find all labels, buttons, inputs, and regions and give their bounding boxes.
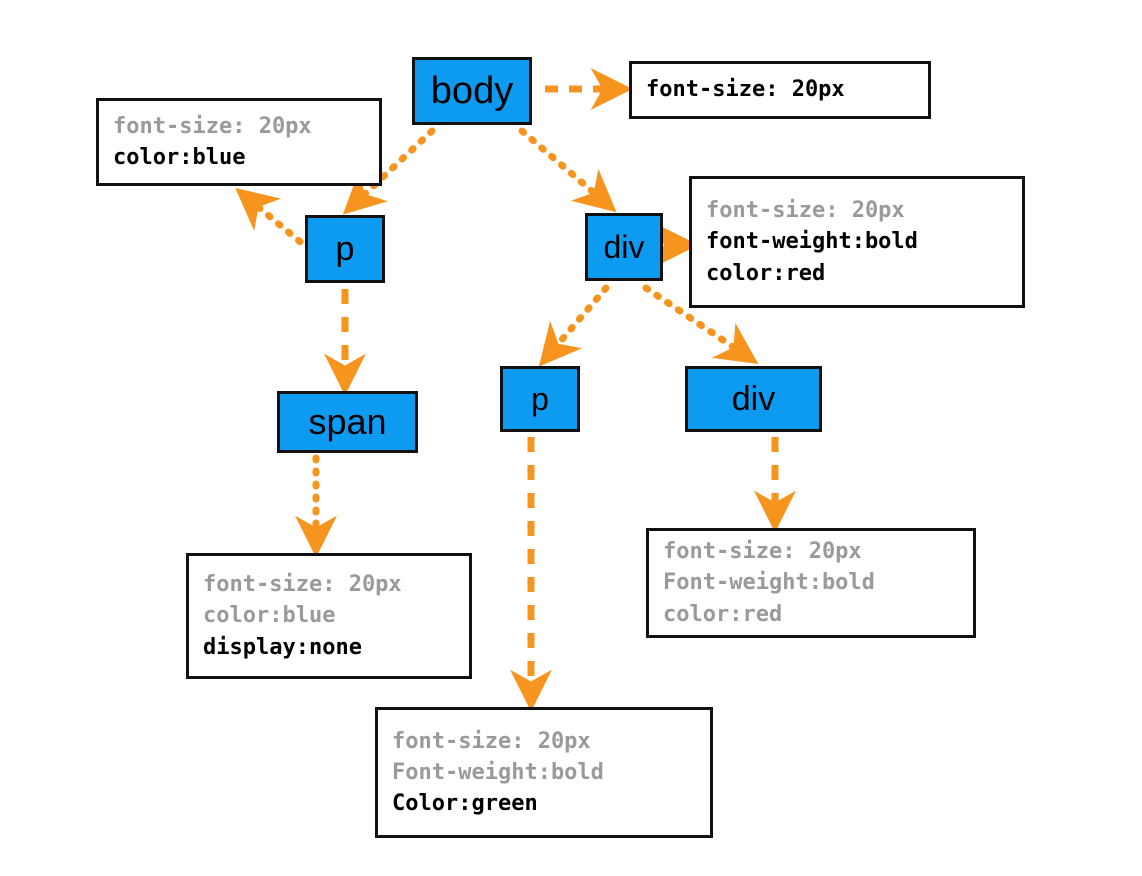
declaration-line: color:blue (113, 145, 246, 170)
node-body-label: body (430, 70, 514, 112)
declaration-line: font-size: 20px (113, 113, 312, 139)
declaration-line: color:red (706, 260, 826, 286)
declaration-line: font-size: 20px (203, 572, 402, 598)
declaration-line: font-size: 20px (706, 198, 905, 224)
declaration-line: font-size: 20px (392, 728, 591, 754)
edge-div1-to-p2 (538, 284, 610, 367)
node-p-2-label: p (531, 381, 549, 417)
node-div-2-label: div (731, 380, 776, 418)
node-div-2[interactable]: div (685, 366, 822, 432)
node-p-1-label: p (335, 230, 355, 268)
node-body[interactable]: body (412, 57, 532, 125)
declaration-line: font-weight:bold (706, 229, 918, 255)
node-span-1-label: span (308, 401, 387, 442)
edge-body-to-div1 (518, 127, 617, 213)
declaration-line: display:none (203, 634, 362, 660)
node-span-1[interactable]: span (277, 391, 418, 453)
node-div-1-label: div (603, 229, 645, 265)
node-p-1[interactable]: p (305, 215, 385, 283)
edge-p1-to-annotation (235, 187, 314, 254)
annotation-box-body: font-size: 20px (629, 61, 931, 119)
annotation-box-div-1: font-size: 20px font-weight:bold color:red (689, 176, 1025, 308)
node-p-2[interactable]: p (500, 366, 580, 432)
declaration-line: Font-weight:bold (663, 570, 875, 596)
declaration-line: Font-weight:bold (392, 759, 604, 785)
annotation-box-p-1: font-size: 20px color:blue (96, 98, 382, 186)
declaration-line: font-size: 20px (646, 77, 845, 103)
declaration-line: color:blue (203, 603, 336, 629)
declaration-line: color:red (663, 601, 783, 627)
node-div-1[interactable]: div (585, 213, 663, 281)
declaration-line: font-size: 20px (663, 539, 862, 565)
annotation-box-span-1: font-size: 20px color:blue display:none (186, 553, 472, 679)
declaration-line: Color:green (392, 791, 538, 817)
